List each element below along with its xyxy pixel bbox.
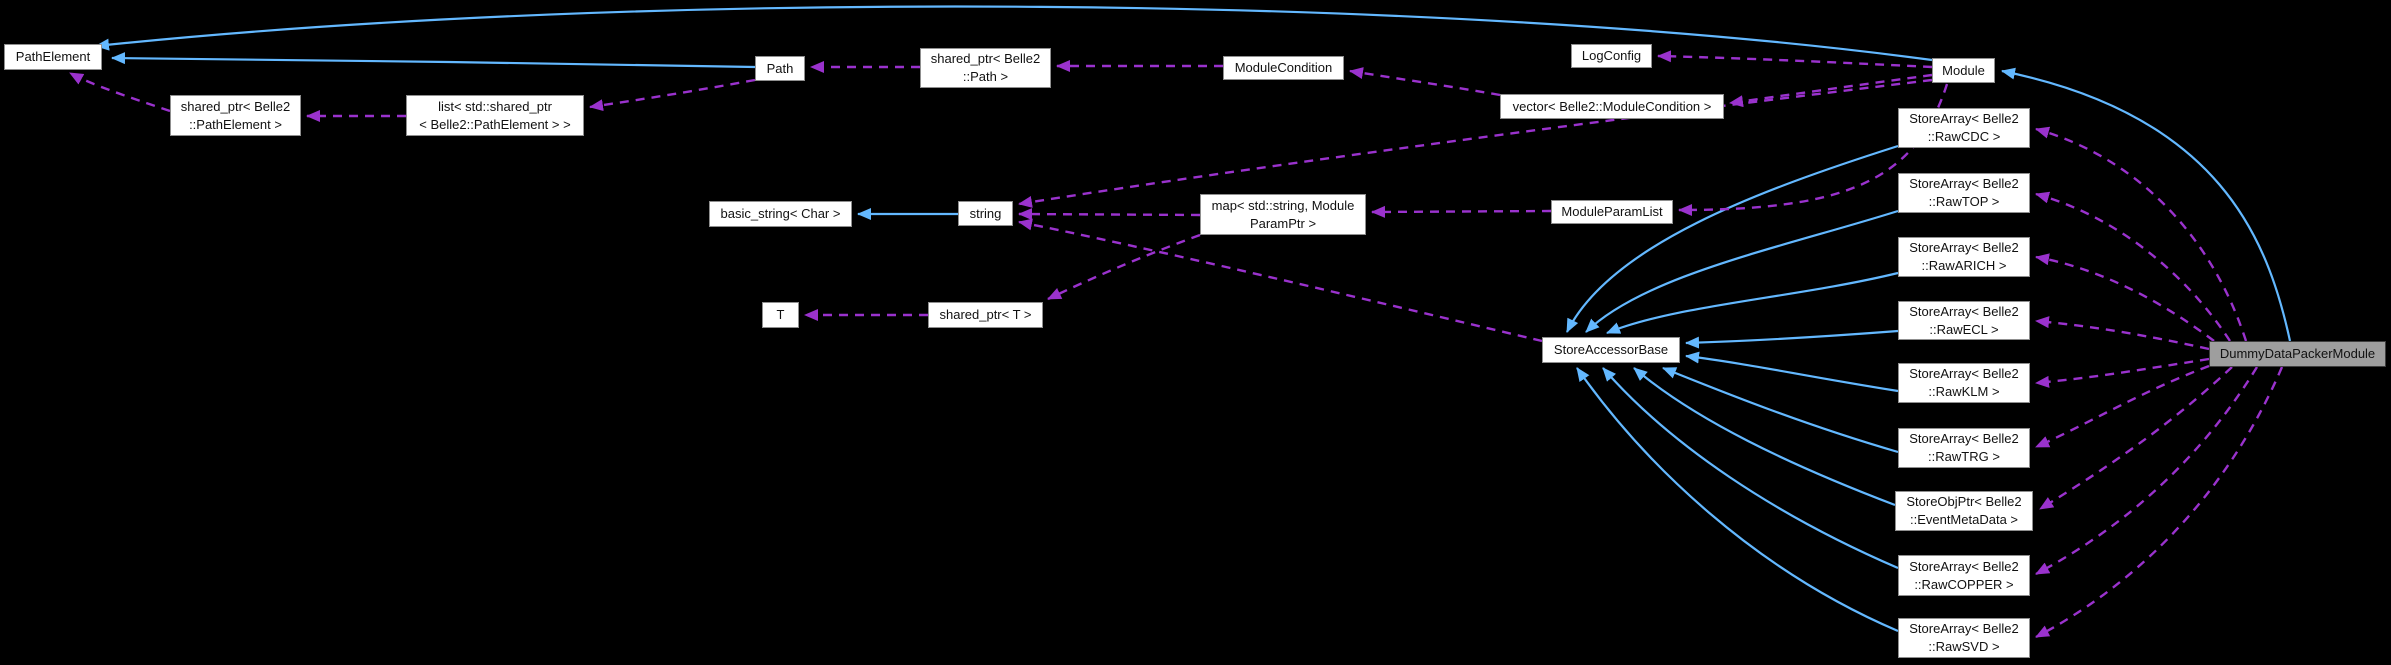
node-storearray-rawsvd[interactable]: StoreArray< Belle2 ::RawSVD > [1898, 618, 2030, 658]
edge-inherit-rawcdc-storeaccessorbase [1566, 144, 1899, 333]
node-storearray-rawcopper[interactable]: StoreArray< Belle2 ::RawCOPPER > [1898, 555, 2030, 596]
node-path[interactable]: Path [755, 56, 805, 81]
node-module[interactable]: Module [1932, 58, 1995, 83]
edge-uses-moduleparamlist-map [1371, 205, 1552, 218]
node-storearray-rawtrg[interactable]: StoreArray< Belle2 ::RawTRG > [1898, 428, 2030, 468]
node-t[interactable]: T [762, 302, 799, 328]
node-modulecondition[interactable]: ModuleCondition [1223, 56, 1344, 80]
edge-uses-dummydatapacker-rawtop [2035, 191, 2232, 342]
node-basic-string[interactable]: basic_string< Char > [709, 201, 852, 227]
edge-uses-dummydatapacker-rawcdc [2035, 126, 2248, 342]
edge-uses-dummydatapacker-rawarich [2035, 253, 2215, 342]
edge-uses-dummydatapacker-rawtrg [2035, 364, 2210, 449]
edge-uses-map-spt [1047, 233, 1201, 301]
node-logconfig[interactable]: LogConfig [1571, 44, 1652, 68]
edge-uses-dummydatapacker-rawecl [2035, 316, 2210, 351]
edge-uses-dummydatapacker-eventmetadata [2039, 366, 2233, 511]
edge-inherit-rawtrg-storeaccessorbase [1662, 366, 1899, 454]
edge-uses-dummydatapacker-rawsvd [2035, 366, 2284, 639]
edge-uses-sppathelement-pathelement [69, 71, 171, 113]
edge-inherit-dummydatapacker-module [2001, 67, 2292, 342]
node-storearray-rawcdc[interactable]: StoreArray< Belle2 ::RawCDC > [1898, 108, 2030, 148]
edge-uses-module-string [1018, 78, 1933, 208]
edge-uses-vector-modulecondition [1349, 67, 1501, 97]
edge-uses-storeaccessorbase-string [1018, 218, 1543, 343]
node-shared-ptr-t[interactable]: shared_ptr< T > [928, 302, 1043, 328]
edge-uses-dummydatapacker-rawcopper [2035, 366, 2259, 576]
node-storearray-rawarich[interactable]: StoreArray< Belle2 ::RawARICH > [1898, 237, 2030, 277]
edge-inherit-eventmetadata-storeaccessorbase [1633, 367, 1896, 507]
node-pathelement[interactable]: PathElement [4, 44, 102, 70]
node-dummydatapackermodule: DummyDataPackerModule [2209, 341, 2386, 367]
edge-inherit-path-pathelement [111, 52, 756, 69]
edge-uses-map-string [1018, 208, 1201, 221]
node-map-moduleparamptr[interactable]: map< std::string, Module ParamPtr > [1200, 194, 1366, 235]
node-storeobjptr-eventmetadata[interactable]: StoreObjPtr< Belle2 ::EventMetaData > [1895, 491, 2033, 531]
node-list-shared-ptr-pathelement[interactable]: list< std::shared_ptr < Belle2::PathElem… [406, 95, 584, 136]
node-shared-ptr-path[interactable]: shared_ptr< Belle2 ::Path > [920, 48, 1051, 88]
edge-inherit-rawklm-storeaccessorbase [1685, 351, 1899, 393]
edge-uses-path-list [589, 78, 756, 112]
edge-uses-module-vector [1729, 73, 1933, 108]
edge-uses-module-logconfig [1657, 50, 1933, 69]
node-string[interactable]: string [958, 201, 1013, 226]
edge-inherit-rawecl-storeaccessorbase [1685, 329, 1899, 349]
node-vector-modulecondition[interactable]: vector< Belle2::ModuleCondition > [1500, 94, 1724, 119]
edge-inherit-module-pathelement [95, 5, 1933, 62]
node-shared-ptr-pathelement[interactable]: shared_ptr< Belle2 ::PathElement > [170, 95, 301, 136]
edge-inherit-rawcopper-storeaccessorbase [1602, 367, 1899, 570]
node-storearray-rawklm[interactable]: StoreArray< Belle2 ::RawKLM > [1898, 363, 2030, 403]
node-moduleparamlist[interactable]: ModuleParamList [1551, 200, 1673, 224]
edge-inherit-rawtop-storeaccessorbase [1585, 209, 1899, 333]
edge-inherit-rawsvd-storeaccessorbase [1576, 367, 1899, 633]
edge-uses-dummydatapacker-rawklm [2035, 357, 2210, 388]
node-storearray-rawecl[interactable]: StoreArray< Belle2 ::RawECL > [1898, 301, 2030, 340]
edge-inherit-rawarich-storeaccessorbase [1606, 271, 1899, 335]
node-storeaccessorbase[interactable]: StoreAccessorBase [1542, 337, 1680, 363]
node-storearray-rawtop[interactable]: StoreArray< Belle2 ::RawTOP > [1898, 173, 2030, 213]
